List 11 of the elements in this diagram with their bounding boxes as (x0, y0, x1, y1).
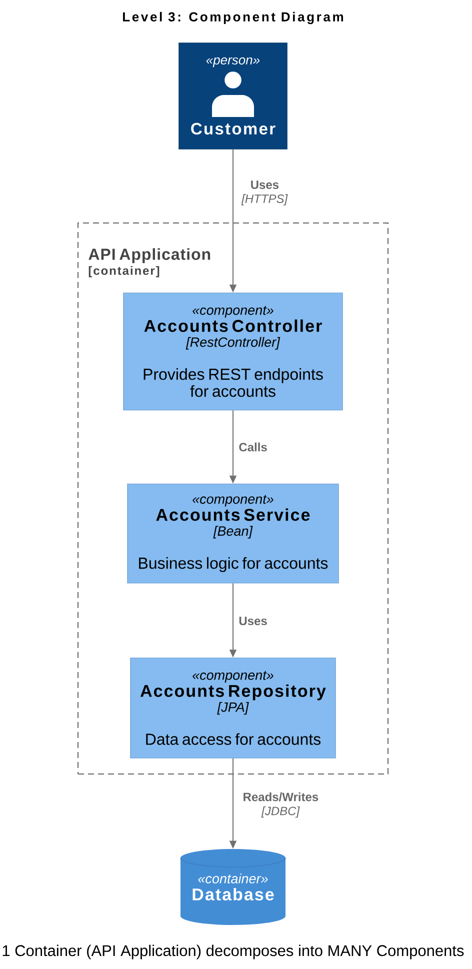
database-cylinder: «container» Database (180, 849, 286, 925)
edge-label: Uses [HTTPS] (237, 179, 292, 207)
component-box: «component» Accounts Service [Bean] Business logic for accounts (127, 484, 339, 584)
edge-label: Uses (237, 615, 269, 627)
component-box: «component» Accounts Repository [JPA] Data access for accounts (130, 658, 336, 758)
caption: 1 Container (API Application) decomposes into MANY Components (2, 944, 464, 960)
edge-label: Reads/Writes [JDBC] (237, 790, 324, 820)
component-box: «component» Accounts Controller [RestController] Provides REST endpoints for accounts (123, 292, 343, 410)
person-box: «person» Customer (178, 42, 288, 150)
title: Level 3: Component Diagram (123, 12, 344, 24)
edge-label: Calls (237, 441, 269, 453)
